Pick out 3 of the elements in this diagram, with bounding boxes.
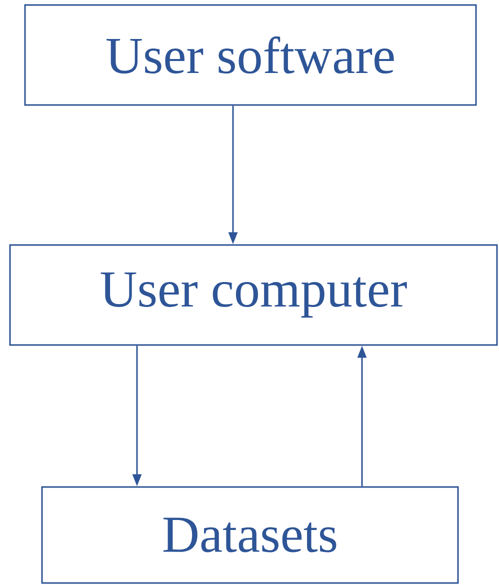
process-box: User computer	[9, 244, 498, 346]
process-box: Datasets	[41, 486, 459, 584]
process-box: User software	[24, 4, 477, 106]
